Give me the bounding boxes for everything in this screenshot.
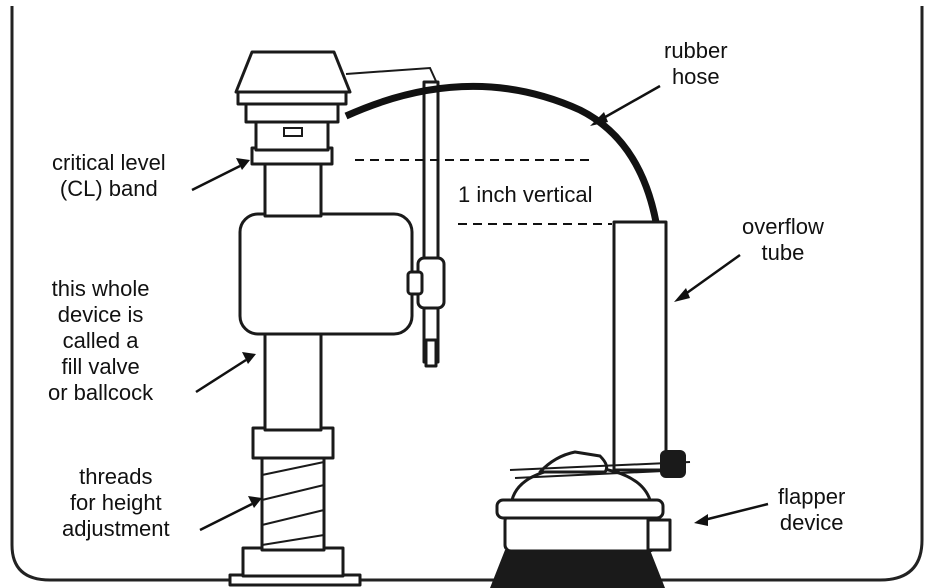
arrow-flapper bbox=[694, 502, 769, 526]
label-threads: threads for height adjustment bbox=[62, 464, 170, 541]
rubber-hose bbox=[344, 83, 660, 223]
label-critical-level: critical level (CL) band bbox=[52, 150, 166, 201]
label-rubber-hose: rubber hose bbox=[664, 38, 728, 89]
tank-outline bbox=[10, 6, 924, 582]
label-vertical: 1 inch vertical bbox=[458, 182, 593, 207]
label-flapper: flapper device bbox=[778, 484, 846, 535]
arrow-rubber-hose bbox=[590, 84, 661, 126]
flapper-device bbox=[490, 450, 691, 588]
arrow-critical-level bbox=[191, 158, 250, 192]
overflow-tube bbox=[612, 220, 668, 472]
fill-valve bbox=[228, 50, 446, 587]
arrow-threads bbox=[199, 496, 262, 532]
arrow-overflow-tube bbox=[674, 253, 741, 302]
label-overflow-tube: overflow tube bbox=[742, 214, 824, 265]
arrow-fill-valve bbox=[195, 352, 256, 394]
label-fill-valve: this whole device is called a fill valve… bbox=[48, 276, 154, 405]
